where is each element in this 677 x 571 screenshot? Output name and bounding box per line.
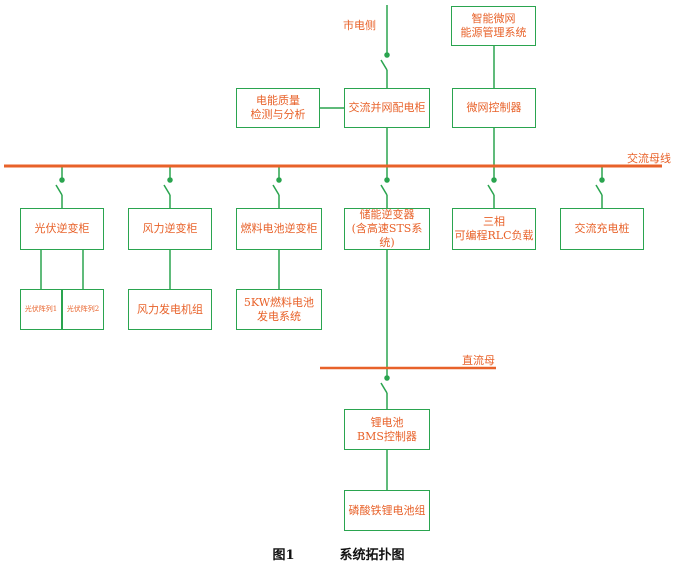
rlc-feeder-breaker [487,177,497,208]
fuel-cell-inverter-box: 燃料电池逆变柜 [236,208,322,250]
pv-inverter-box: 光伏逆变柜 [20,208,104,250]
wind-feeder-breaker [163,177,173,208]
storage-inverter-box: 储能逆变器 (含高速STS系统) [344,208,430,250]
pv-array-1-box: 光伏阵列1 [20,289,62,330]
wind-generator-box: 风力发电机组 [128,289,212,330]
dc-bus-label: 直流母 [462,354,495,367]
lfp-battery-box: 磷酸铁锂电池组 [344,490,430,531]
storage-feeder-breaker [380,177,390,208]
wind-inverter-box: 风力逆变柜 [128,208,212,250]
pv-array-2-box: 光伏阵列2 [62,289,104,330]
figure-number: 图1 [272,548,295,563]
charger-feeder-breaker [595,177,605,208]
figure-title: 系统拓扑图 [339,548,405,563]
ac-charger-box: 交流充电桩 [560,208,644,250]
grid-breaker [380,52,390,88]
microgrid-controller-box: 微网控制器 [452,88,536,128]
pv-feeder-breaker [55,177,65,208]
power-quality-box: 电能质量 检测与分析 [236,88,320,128]
grid-cabinet-box: 交流并网配电柜 [344,88,430,128]
fuel-cell-feeder-breaker [272,177,282,208]
rlc-load-box: 三相 可编程RLC负载 [452,208,536,250]
figure-caption: 图1 系统拓扑图 [0,544,677,563]
fuel-cell-system-box: 5KW燃料电池 发电系统 [236,289,322,330]
ems-box: 智能微网 能源管理系统 [451,6,536,46]
dc-bus-breaker [380,375,390,409]
grid-side-label: 市电侧 [343,19,376,32]
bms-box: 锂电池 BMS控制器 [344,409,430,450]
ac-bus-label: 交流母线 [627,152,671,165]
